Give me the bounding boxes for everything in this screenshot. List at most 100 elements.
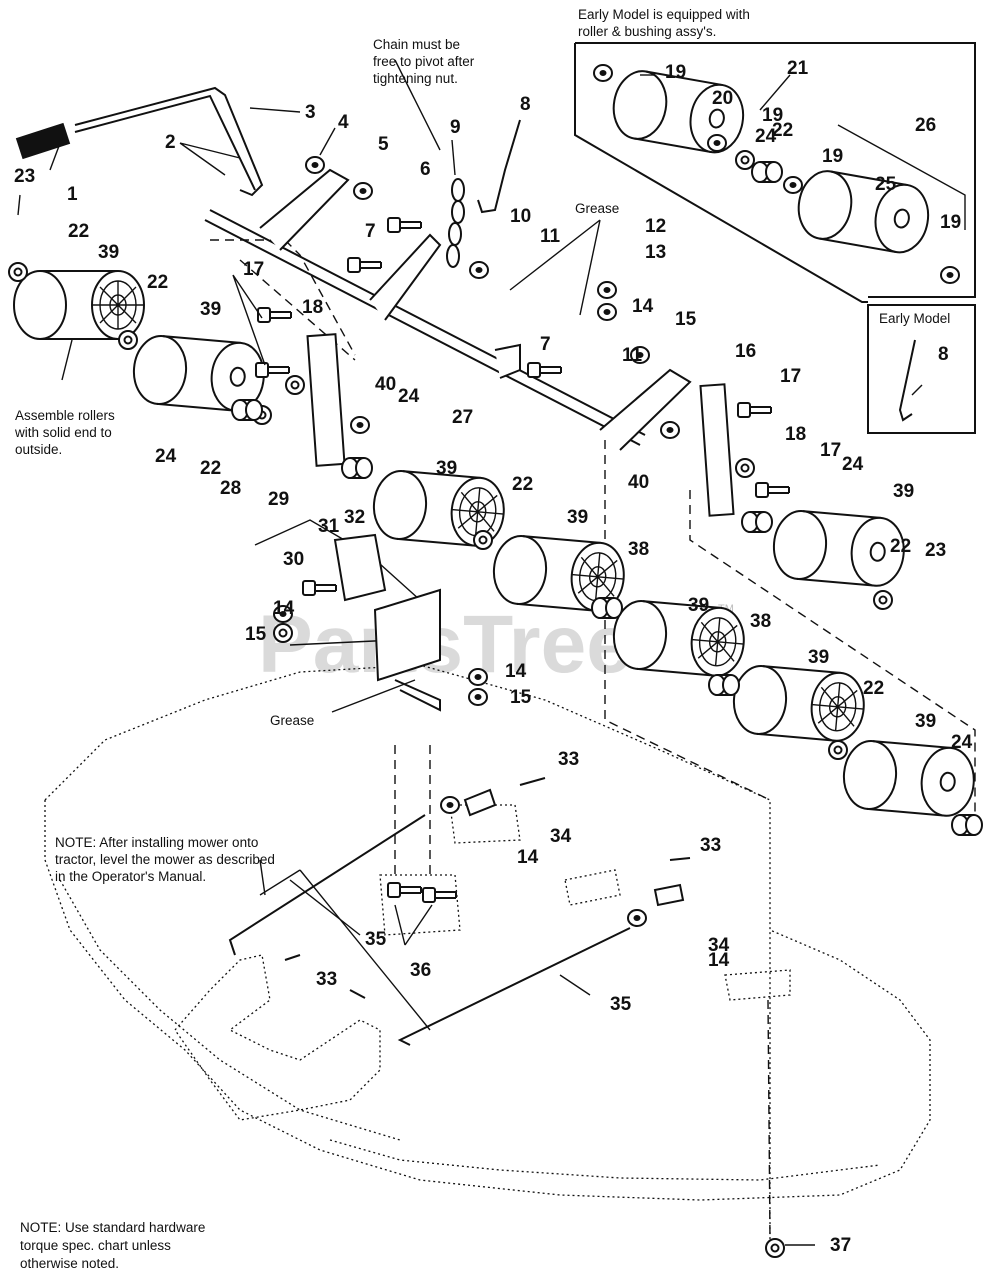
watermark: PartsTree <box>258 599 632 690</box>
callout-25: 25 <box>875 174 897 195</box>
lift-shaft <box>204 219 641 446</box>
callout-15: 15 <box>510 687 532 708</box>
callout-29: 29 <box>268 489 289 510</box>
callout-22: 22 <box>200 458 221 479</box>
callout-36: 36 <box>410 960 431 981</box>
callout-39: 39 <box>200 299 221 320</box>
callout-12: 12 <box>645 216 666 237</box>
callout-39: 39 <box>688 595 709 616</box>
roller-bracket-left <box>306 333 346 467</box>
bracket-plate <box>333 533 387 602</box>
callout-8: 8 <box>520 94 531 115</box>
callout-22: 22 <box>68 221 89 242</box>
note-grease-bottom: Grease <box>270 713 314 728</box>
callout-21: 21 <box>787 58 809 79</box>
callout-2: 2 <box>165 132 176 153</box>
callout-35: 35 <box>610 994 632 1015</box>
svg-text:NOTE: Use standard hardware: NOTE: Use standard hardware <box>20 1220 205 1235</box>
note-level-mower: NOTE: After installing mower onto tracto… <box>55 835 275 884</box>
roller-8 <box>770 507 908 589</box>
note-early-model-box: Early Model <box>879 311 950 326</box>
callout-1: 1 <box>67 184 78 205</box>
callout-10: 10 <box>510 206 531 227</box>
callout-14: 14 <box>517 847 539 868</box>
hook <box>477 119 521 214</box>
roller-1 <box>13 270 145 340</box>
callout-8: 8 <box>938 344 949 365</box>
roller-bracket-right <box>699 383 735 517</box>
callout-22: 22 <box>863 678 884 699</box>
callout-3: 3 <box>305 102 316 123</box>
callout-20: 20 <box>712 88 733 109</box>
lift-rod <box>74 86 264 197</box>
callout-39: 39 <box>808 647 829 668</box>
svg-text:free to pivot after: free to pivot after <box>373 54 475 69</box>
callout-30: 30 <box>283 549 304 570</box>
clevis-2 <box>653 883 685 907</box>
roller-6 <box>730 662 868 744</box>
clevis-1 <box>463 788 497 817</box>
callout-22: 22 <box>890 536 911 557</box>
note-early-model-header: Early Model is equipped with roller & bu… <box>578 7 750 39</box>
callout-15: 15 <box>245 624 267 645</box>
callout-24: 24 <box>155 446 177 467</box>
callout-11: 11 <box>540 226 561 247</box>
callout-40: 40 <box>375 374 396 395</box>
svg-text:Assemble rollers: Assemble rollers <box>15 408 115 423</box>
callout-6: 6 <box>420 159 431 180</box>
callout-17: 17 <box>780 366 801 387</box>
callout-24: 24 <box>951 732 973 753</box>
callout-33: 33 <box>700 835 721 856</box>
callout-27: 27 <box>452 407 473 428</box>
note-assemble-rollers: Assemble rollers with solid end to outsi… <box>14 408 115 457</box>
callout-17: 17 <box>243 259 264 280</box>
callout-11: 11 <box>622 345 643 366</box>
callout-39: 39 <box>893 481 914 502</box>
roller-5 <box>610 597 748 679</box>
callout-18: 18 <box>785 424 806 445</box>
callout-14: 14 <box>632 296 654 317</box>
callout-24: 24 <box>398 386 420 407</box>
callout-9: 9 <box>450 117 461 138</box>
adjust-rod-1 <box>228 814 426 956</box>
callout-22: 22 <box>147 272 168 293</box>
svg-text:roller & bushing assy's.: roller & bushing assy's. <box>578 24 716 39</box>
callout-39: 39 <box>98 242 119 263</box>
svg-text:tractor, level the mower as de: tractor, level the mower as described <box>55 852 275 867</box>
callout-32: 32 <box>344 507 365 528</box>
callout-35: 35 <box>365 929 387 950</box>
callout-22: 22 <box>772 120 793 141</box>
callout-34: 34 <box>550 826 572 847</box>
callout-17: 17 <box>820 440 841 461</box>
callout-39: 39 <box>915 711 936 732</box>
svg-text:outside.: outside. <box>15 442 62 457</box>
callout-14: 14 <box>505 661 527 682</box>
hook-early <box>898 339 916 422</box>
callout-22: 22 <box>512 474 533 495</box>
deck-outline <box>44 664 771 1240</box>
roller-2 <box>130 332 268 414</box>
adjust-rod-2 <box>397 927 631 1046</box>
callout-19: 19 <box>822 146 843 167</box>
callout-15: 15 <box>675 309 697 330</box>
svg-text:Early Model is equipped with: Early Model is equipped with <box>578 7 750 22</box>
callout-31: 31 <box>318 516 340 537</box>
callout-19: 19 <box>940 212 961 233</box>
svg-text:torque spec. chart unless: torque spec. chart unless <box>20 1238 171 1253</box>
callout-16: 16 <box>735 341 756 362</box>
svg-text:tightening nut.: tightening nut. <box>373 71 458 86</box>
callout-23: 23 <box>14 166 35 187</box>
callout-23: 23 <box>925 540 946 561</box>
svg-text:otherwise noted.: otherwise noted. <box>20 1256 119 1271</box>
callout-38: 38 <box>628 539 649 560</box>
callout-33: 33 <box>558 749 579 770</box>
svg-text:NOTE: After installing mower o: NOTE: After installing mower onto <box>55 835 258 850</box>
callout-7: 7 <box>540 334 551 355</box>
early-model-box <box>867 304 976 434</box>
callout-37: 37 <box>830 1235 851 1256</box>
roller-early-2 <box>792 166 935 258</box>
callout-13: 13 <box>645 242 666 263</box>
